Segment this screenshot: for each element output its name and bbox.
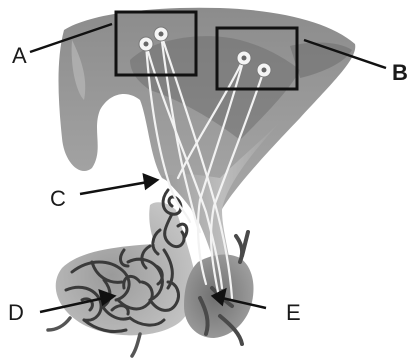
label-d: D (8, 300, 24, 325)
label-b: B (392, 60, 408, 85)
label-a: A (12, 43, 27, 68)
label-e: E (286, 300, 301, 325)
label-c: C (50, 186, 66, 211)
leader-c (80, 182, 148, 194)
arrowhead-c (144, 175, 157, 188)
